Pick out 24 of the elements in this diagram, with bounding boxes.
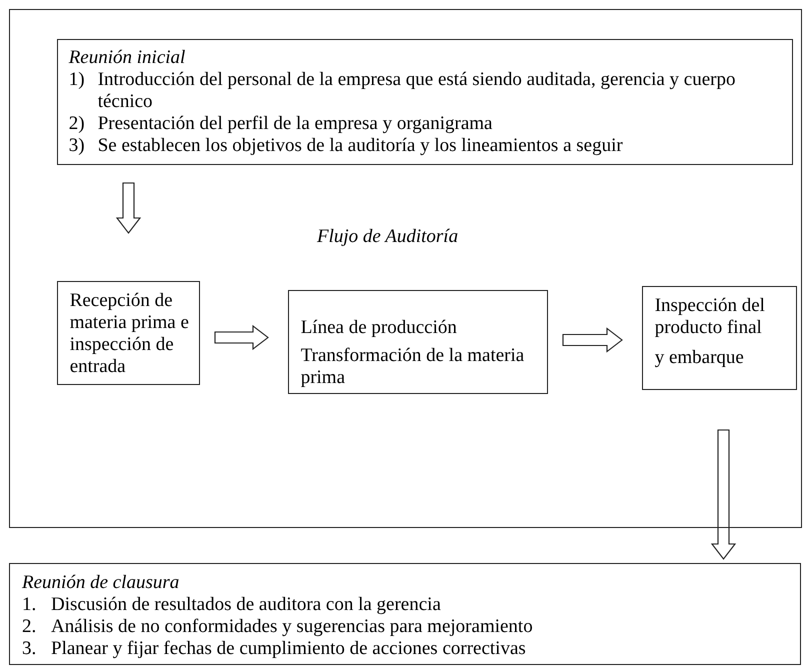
list-item: 3. Planear y fijar fechas de cumplimiento de acciones correctivas	[22, 638, 527, 660]
meeting-heading: Reunión de clausura	[22, 572, 180, 594]
step-text: Inspección del producto final	[654, 294, 766, 339]
process-box	[56, 280, 200, 385]
meeting-box	[9, 563, 801, 665]
block-arrow	[710, 429, 736, 560]
block-arrow	[116, 182, 142, 234]
meeting-heading: Reunión inicial	[68, 46, 186, 69]
flow-frame	[9, 9, 802, 528]
block-arrow	[214, 324, 269, 350]
block-arrow	[562, 327, 623, 353]
list-item: 2) Presentación del perfil de la empresa y organigrama	[68, 112, 494, 135]
flow-title: Flujo de Auditoría	[317, 226, 458, 248]
step-text: y embarque	[654, 346, 745, 369]
list-item: 1) Introducción del personal de la empresa que está siendo auditada, gerencia y cuerpo técnico	[68, 68, 737, 113]
step-text: Línea de producción	[300, 316, 458, 339]
process-box	[288, 290, 548, 394]
list-item: 1. Discusión de resultados de auditora con la gerencia	[22, 594, 442, 616]
list-item: 3) Se establecen los objetivos de la auditoría y los lineamientos a seguir	[68, 134, 624, 157]
list-item: 2. Análisis de no conformidades y sugerencias para mejoramiento	[22, 616, 534, 638]
process-box	[642, 286, 797, 390]
step-text: Recepción de materia prima e inspección de entrada	[70, 290, 190, 378]
step-text: Transformación de la materia prima	[300, 344, 526, 389]
meeting-box	[56, 38, 793, 165]
